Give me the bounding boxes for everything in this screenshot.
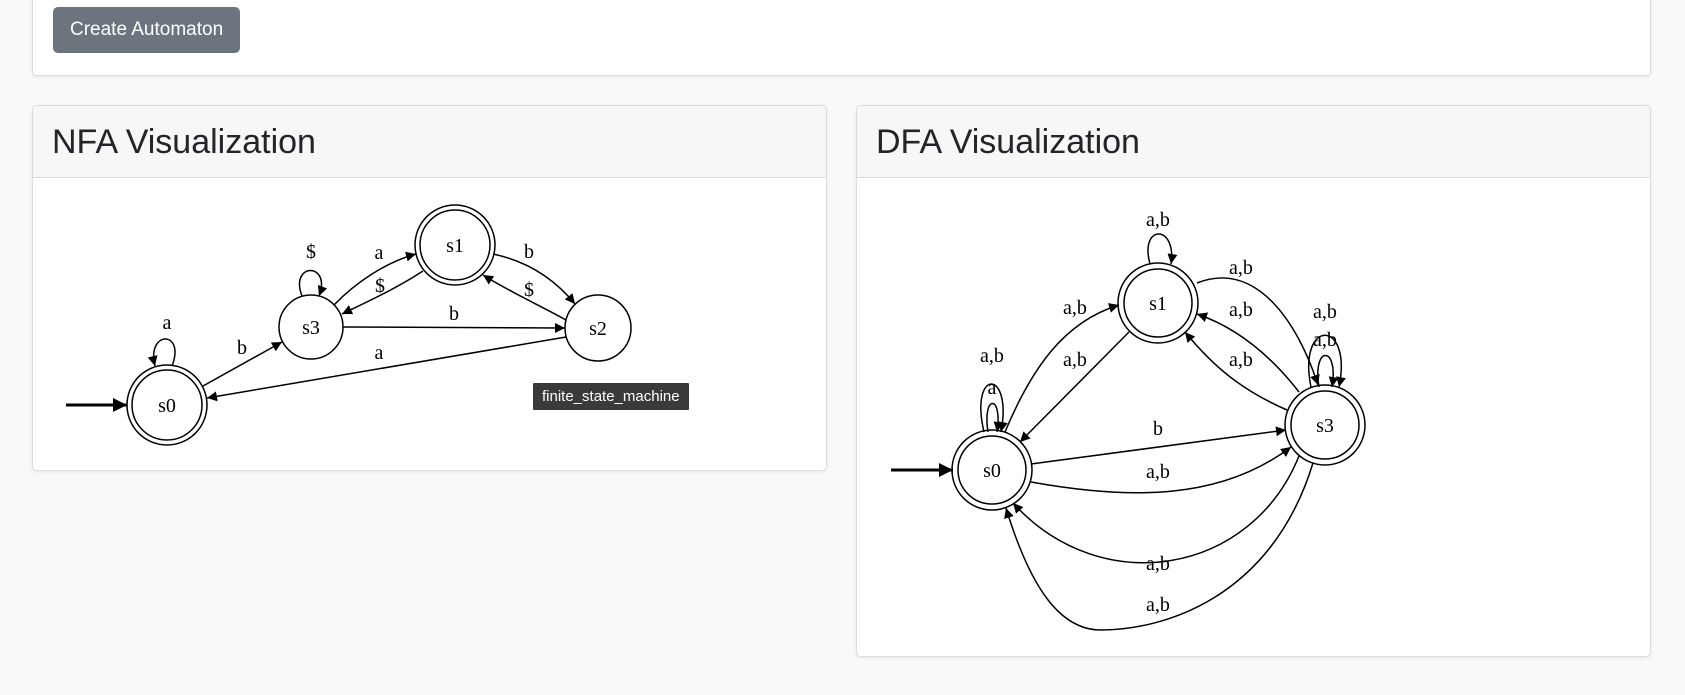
dfa-edge-s3-s1-a-label: a,b — [1229, 299, 1253, 321]
top-panel: Create Automaton — [32, 0, 1651, 76]
nfa-edge-s1-s2-label: b — [524, 241, 534, 263]
nfa-edge-s1-s3 — [341, 270, 424, 315]
nfa-state-s0-label: s0 — [158, 395, 176, 417]
nfa-state-s2[interactable]: s2 — [564, 294, 632, 362]
nfa-edge-s3-s2 — [342, 322, 566, 333]
nfa-edge-s2-s1 — [482, 274, 567, 321]
dfa-edge-s0-s1 — [1004, 303, 1120, 433]
nfa-edge-s3-s1-label: a — [375, 242, 384, 264]
nfa-edge-s2-s1-label: $ — [524, 279, 534, 301]
dfa-card: DFA Visualization s0 s1 — [856, 105, 1651, 657]
dfa-edge-s0-s3-b — [1030, 426, 1287, 465]
dfa-edge-s3-s1-b-label: a,b — [1229, 349, 1253, 371]
dfa-edge-s1-s3-label: a,b — [1229, 257, 1253, 279]
nfa-edge-s1-s2 — [492, 253, 576, 305]
dfa-edge-s0-s3-ab — [1030, 446, 1292, 494]
dfa-state-s1-label: s1 — [1149, 293, 1167, 315]
dfa-graph[interactable]: s0 s1 s3 a,b a,b a,b a,b — [857, 178, 1650, 655]
nfa-state-s3[interactable]: s3 — [278, 294, 344, 360]
nfa-edge-s3-loop — [299, 269, 328, 297]
dfa-edge-s0-loop-inner — [986, 402, 1004, 433]
dfa-edge-s1-s0 — [1019, 331, 1130, 443]
nfa-state-s3-label: s3 — [302, 317, 320, 339]
dfa-edge-s0-loop-outer-label: a,b — [980, 345, 1004, 367]
dfa-edge-s0-loop-inner-label: a — [988, 377, 997, 399]
dfa-state-s1[interactable]: s1 — [1117, 262, 1199, 344]
dfa-edge-s3-s0-a-label: a,b — [1146, 553, 1170, 575]
dfa-edge-s0-s1-label: a,b — [1063, 297, 1087, 319]
dfa-edge-s0-s3-ab-label: a,b — [1146, 461, 1170, 483]
nfa-state-s1-label: s1 — [446, 235, 464, 257]
create-automaton-button[interactable]: Create Automaton — [53, 7, 241, 53]
dfa-edge-s3-s0-b — [1004, 462, 1314, 631]
dfa-edge-s1-loop-label: a,b — [1146, 209, 1170, 231]
dfa-card-body: s0 s1 s3 a,b a,b a,b a,b — [857, 178, 1650, 655]
nfa-edge-s2-s0-label: a — [375, 342, 384, 364]
dfa-edge-s3-s1-a — [1196, 312, 1300, 393]
nfa-edge-s0-loop — [147, 338, 176, 367]
dfa-edge-s3-loop-inner — [1317, 355, 1339, 388]
dfa-edge-s0-loop-outer — [980, 383, 1008, 433]
dfa-edge-s3-loop-outer-label: a,b — [1313, 301, 1337, 323]
dfa-edge-s3-s1-b — [1184, 331, 1288, 411]
nfa-state-s1[interactable]: s1 — [414, 204, 496, 286]
nfa-edge-s3-s2-label: b — [449, 303, 459, 325]
nfa-edge-s0-s3-label: b — [237, 337, 247, 359]
dfa-edge-s3-loop-inner-label: a,b — [1313, 329, 1337, 351]
dfa-edge-s3-s0-a — [1012, 455, 1300, 564]
nfa-card: NFA Visualization s0 s3 — [32, 105, 827, 471]
dfa-edge-s1-s3 — [1196, 277, 1320, 386]
dfa-edge-s3-s0-b-label: a,b — [1146, 594, 1170, 616]
nfa-card-body: s0 s3 s1 s2 a b $ a — [33, 178, 826, 469]
dfa-state-s0-label: s0 — [983, 460, 1001, 482]
dfa-state-s3-label: s3 — [1316, 415, 1334, 437]
nfa-card-title: NFA Visualization — [33, 106, 826, 178]
dfa-state-s3[interactable]: s3 — [1284, 384, 1366, 466]
dfa-edge-s0-s3-b-label: b — [1153, 418, 1163, 440]
dfa-edge-s3-loop-outer — [1308, 334, 1346, 388]
nfa-edge-s1-s3-label: $ — [375, 275, 385, 297]
tooltip: finite_state_machine — [533, 383, 689, 410]
nfa-edge-s3-loop-label: $ — [306, 241, 316, 263]
nfa-state-s0[interactable]: s0 — [126, 364, 208, 446]
nfa-edge-s3-s1 — [333, 251, 417, 306]
dfa-state-s0[interactable]: s0 — [951, 429, 1033, 511]
nfa-edge-s0-loop-label: a — [163, 312, 172, 334]
nfa-edge-s0-s3 — [202, 341, 283, 387]
nfa-graph[interactable]: s0 s3 s1 s2 a b $ a — [33, 178, 826, 469]
dfa-edge-s1-s0-label: a,b — [1063, 349, 1087, 371]
dfa-edge-s1-loop — [1147, 233, 1178, 265]
dfa-card-title: DFA Visualization — [857, 106, 1650, 178]
nfa-edge-s2-s0 — [206, 336, 567, 402]
nfa-state-s2-label: s2 — [589, 318, 607, 340]
